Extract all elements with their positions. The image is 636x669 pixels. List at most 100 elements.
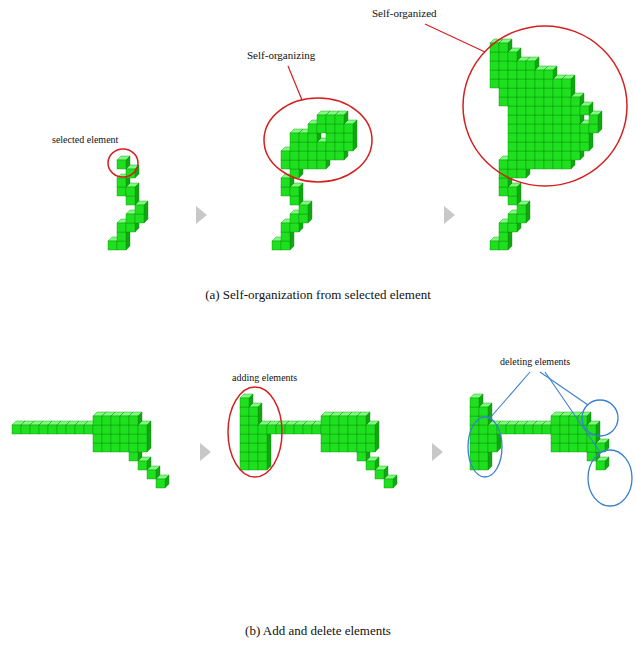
voxel-front	[533, 425, 542, 434]
voxel-front	[508, 97, 517, 106]
voxel-front	[589, 115, 598, 124]
voxel-front	[508, 160, 517, 169]
voxel-front	[551, 416, 560, 425]
voxel-front	[562, 79, 571, 88]
voxel-side	[598, 111, 602, 124]
voxel-front	[562, 151, 571, 160]
voxel-front	[508, 223, 517, 232]
voxel-side	[126, 156, 130, 169]
voxel-front	[21, 425, 30, 434]
voxel-front	[281, 241, 290, 250]
voxel-front	[580, 142, 589, 151]
voxel-front	[535, 142, 544, 151]
voxel-front	[517, 133, 526, 142]
leader-line	[288, 66, 302, 100]
voxel-front	[526, 61, 535, 70]
voxel-front	[517, 70, 526, 79]
voxel-front	[517, 106, 526, 115]
voxel-front	[344, 124, 353, 133]
voxel-front	[339, 416, 348, 425]
voxel-front	[499, 178, 508, 187]
voxel-front	[156, 479, 165, 488]
voxel-front	[330, 416, 339, 425]
voxel-front	[553, 160, 562, 169]
voxel-side	[508, 39, 512, 52]
voxel-front	[553, 79, 562, 88]
voxel-side	[587, 412, 591, 425]
voxel-front	[526, 151, 535, 160]
voxel-front	[330, 443, 339, 452]
delete-ellipse	[588, 450, 632, 506]
voxel-front	[326, 133, 335, 142]
voxel-front	[551, 434, 560, 443]
voxel-structure	[108, 156, 148, 250]
voxel-front	[126, 187, 135, 196]
voxel-front	[240, 407, 249, 416]
voxel-front	[508, 214, 517, 223]
voxel-front	[535, 151, 544, 160]
voxel-front	[129, 434, 138, 443]
voxel-side	[589, 102, 593, 115]
leader-line	[425, 24, 485, 52]
voxel-front	[335, 151, 344, 160]
voxel-front	[321, 434, 330, 443]
voxel-front	[249, 434, 258, 443]
voxel-front	[120, 416, 129, 425]
voxel-front	[126, 214, 135, 223]
voxel-side	[553, 66, 557, 79]
voxel-front	[299, 214, 308, 223]
voxel-front	[348, 434, 357, 443]
voxel-front	[508, 70, 517, 79]
voxel-front	[571, 133, 580, 142]
voxel-front	[535, 106, 544, 115]
voxel-front	[479, 443, 488, 452]
voxel-front	[258, 434, 267, 443]
voxel-front	[542, 425, 551, 434]
voxel-front	[508, 52, 517, 61]
voxel-front	[571, 115, 580, 124]
voxel-front	[544, 79, 553, 88]
voxel-side	[580, 93, 584, 106]
voxel-front	[93, 434, 102, 443]
voxel-front	[317, 115, 326, 124]
voxel-front	[506, 425, 515, 434]
voxel-front	[285, 425, 294, 434]
voxel-front	[562, 115, 571, 124]
voxel-front	[517, 214, 526, 223]
voxel-front	[470, 398, 479, 407]
voxel-front	[135, 205, 144, 214]
voxel-front	[240, 425, 249, 434]
step-arrow	[196, 206, 207, 224]
voxel-front	[326, 142, 335, 151]
voxel-front	[569, 434, 578, 443]
voxel-side	[147, 457, 151, 470]
voxel-front	[240, 398, 249, 407]
voxel-front	[138, 443, 147, 452]
highlight-ellipse	[108, 149, 138, 177]
voxel-front	[303, 425, 312, 434]
voxel-front	[326, 115, 335, 124]
voxel-front	[317, 142, 326, 151]
voxel-front	[535, 124, 544, 133]
voxel-side	[366, 412, 370, 425]
voxel-front	[517, 151, 526, 160]
voxel-front	[517, 97, 526, 106]
voxel-front	[571, 97, 580, 106]
callout-label: adding elements	[232, 372, 297, 384]
voxel-front	[499, 88, 508, 97]
voxel-front	[290, 151, 299, 160]
voxel-front	[357, 452, 366, 461]
voxel-front	[108, 241, 117, 250]
voxel-front	[562, 97, 571, 106]
voxel-front	[249, 407, 258, 416]
voxel-front	[508, 196, 517, 205]
voxel-front	[544, 106, 553, 115]
voxel-front	[544, 88, 553, 97]
voxel-front	[517, 115, 526, 124]
voxel-front	[138, 461, 147, 470]
voxel-front	[499, 232, 508, 241]
voxel-front	[308, 151, 317, 160]
voxel-front	[357, 434, 366, 443]
voxel-front	[258, 425, 267, 434]
